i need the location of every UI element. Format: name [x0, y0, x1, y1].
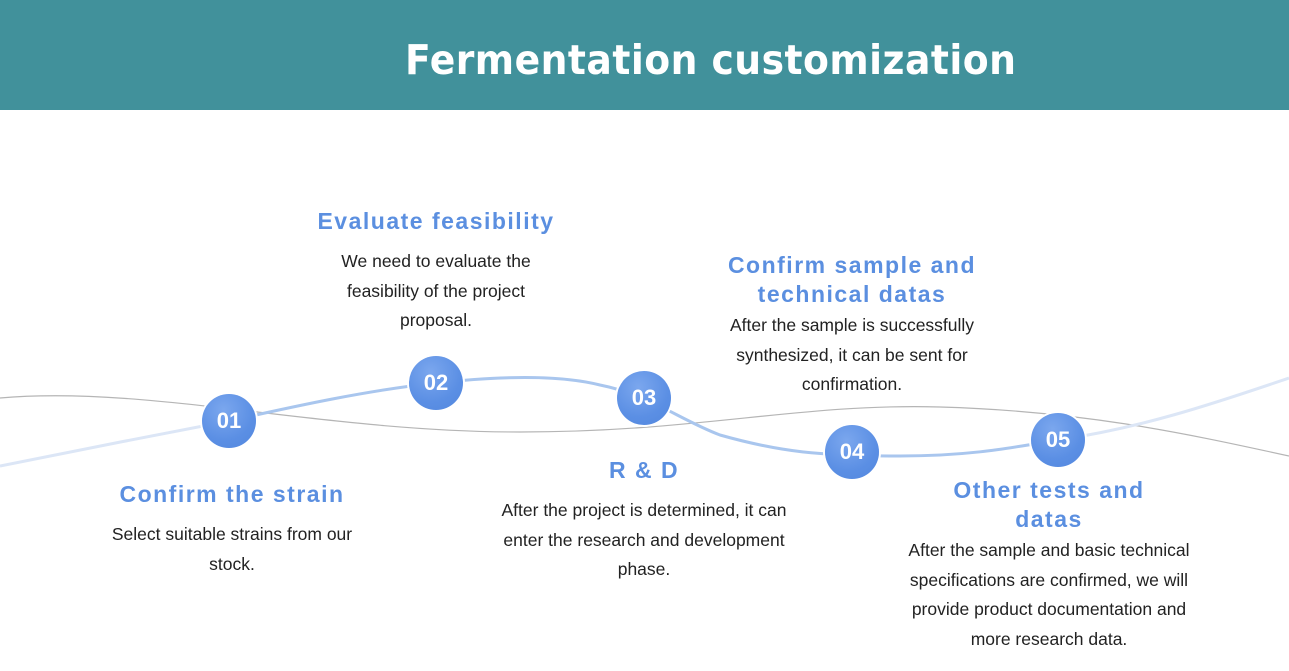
step-title: Confirm the strain: [119, 481, 345, 507]
step-02: Evaluate feasibility We need to evaluate…: [291, 207, 581, 336]
page-title: Fermentation customization: [405, 36, 1017, 84]
step-title: Other tests and datas: [953, 477, 1145, 532]
step-05: Other tests and datas After the sample a…: [894, 476, 1204, 654]
step-description: After the project is determined, it can …: [501, 500, 787, 579]
step-title: Evaluate feasibility: [317, 208, 555, 234]
step-description: We need to evaluate the feasibility of t…: [341, 251, 531, 330]
step-03: R & D After the project is determined, i…: [499, 456, 789, 585]
step-description: After the sample is successfully synthes…: [729, 315, 975, 394]
header-banner: Fermentation customization: [0, 0, 1289, 110]
step-description: After the sample and basic technical spe…: [908, 540, 1190, 649]
blue-wave-right: [1057, 376, 1289, 442]
step-node-04: 04: [825, 425, 879, 479]
step-node-02: 02: [409, 356, 463, 410]
step-description: Select suitable strains from our stock.: [111, 524, 353, 574]
step-01: Confirm the strain Select suitable strai…: [92, 480, 372, 579]
step-04: Confirm sample and technical datas After…: [707, 251, 997, 400]
step-title: R & D: [608, 457, 680, 483]
step-node-01: 01: [202, 394, 256, 448]
step-title: Confirm sample and technical datas: [727, 252, 977, 307]
step-node-03: 03: [617, 371, 671, 425]
step-node-05: 05: [1031, 413, 1085, 467]
blue-wave-left: [0, 419, 230, 468]
